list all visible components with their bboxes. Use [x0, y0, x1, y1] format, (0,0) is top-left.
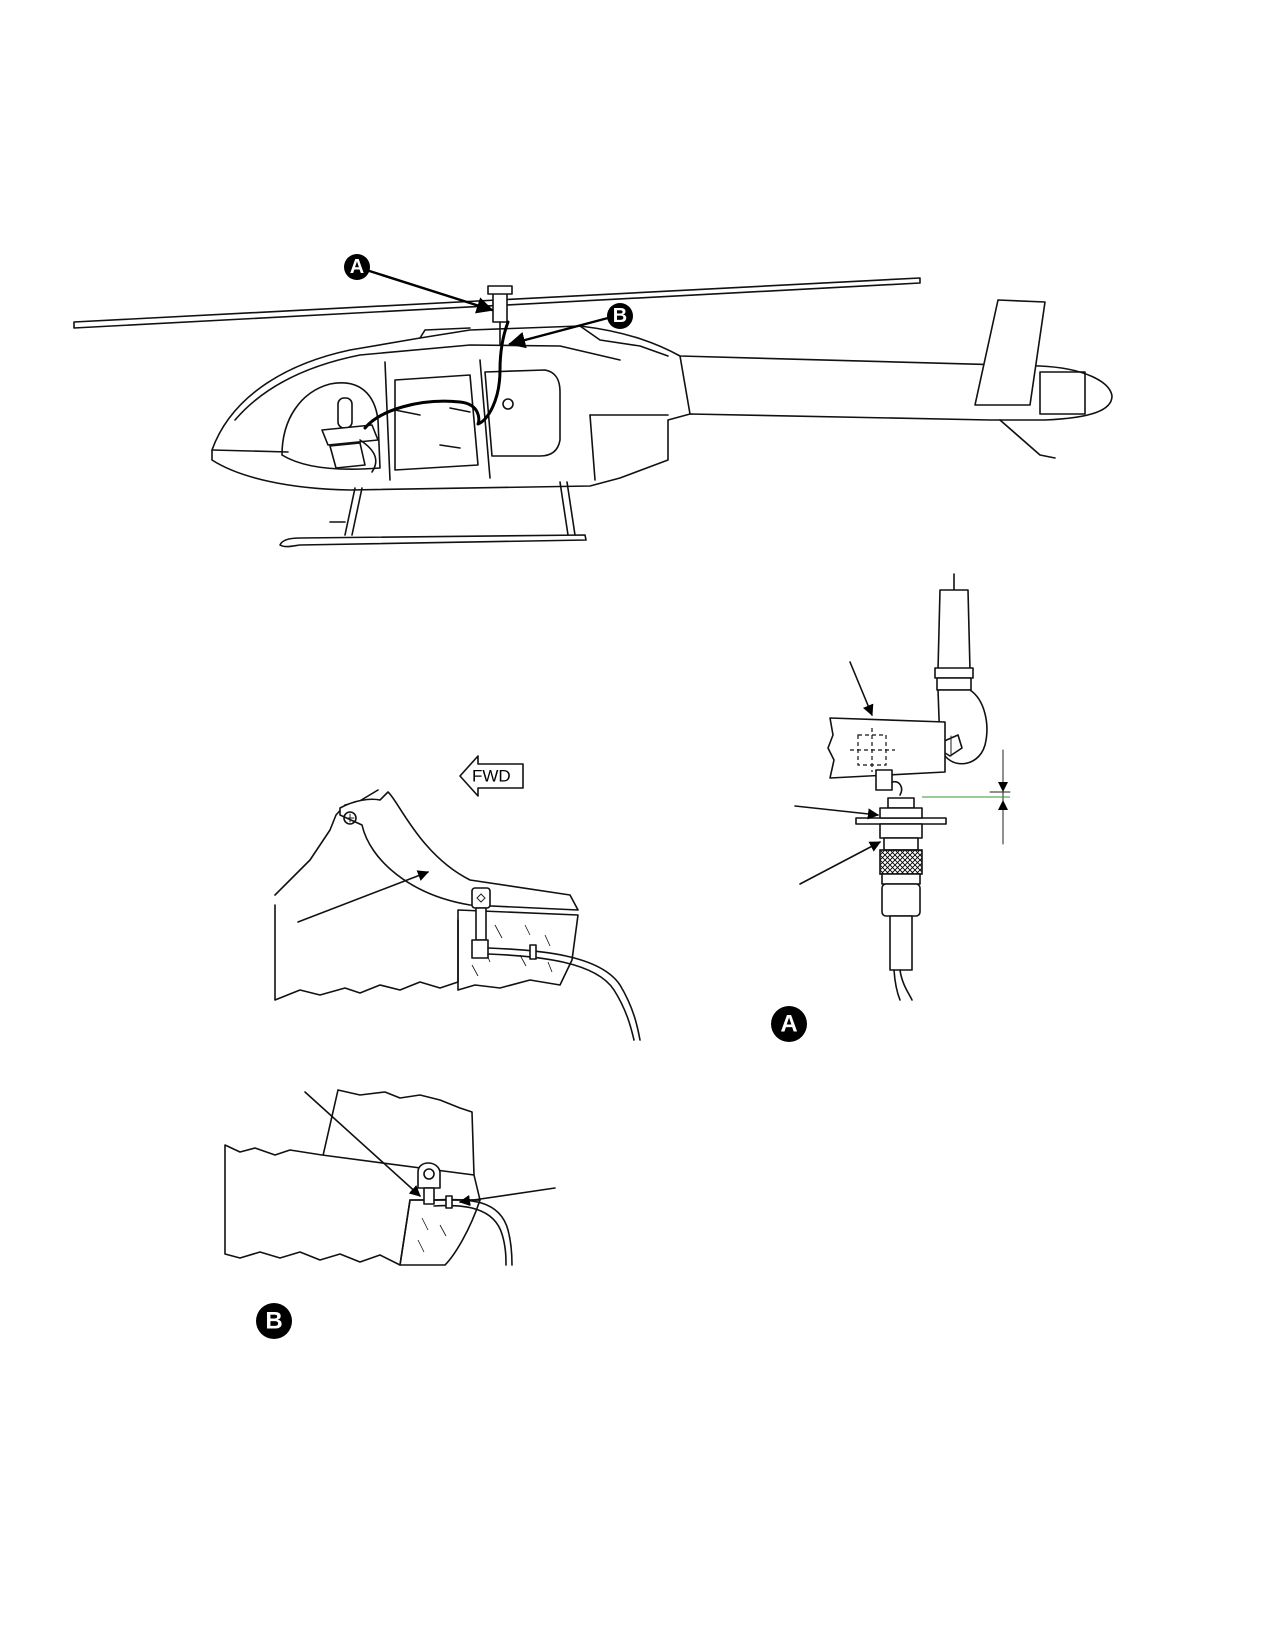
leader-frame — [297, 870, 430, 923]
fitting-bracket — [471, 887, 491, 909]
frame-structure — [224, 1144, 481, 1266]
hose — [487, 947, 641, 1041]
curved-frame — [339, 791, 579, 911]
leader-clamp — [458, 1187, 556, 1207]
detail-b-badge — [256, 1303, 292, 1339]
equipment-unit — [337, 397, 353, 429]
hose-b — [433, 1198, 513, 1266]
window-panel — [457, 909, 579, 991]
knurled-nut — [879, 849, 923, 875]
callout-a-label: A — [350, 256, 364, 278]
detail-a: A — [771, 573, 1011, 1042]
callout-b-label: B — [613, 305, 627, 327]
tail-box — [1039, 371, 1086, 415]
leader-fitting — [304, 1091, 421, 1197]
control-rod — [937, 589, 971, 671]
leader-nut — [799, 841, 881, 885]
detail-a-label: A — [780, 1011, 797, 1038]
cable-routing — [363, 320, 510, 430]
helicopter-overview: A B — [73, 254, 1113, 548]
bellcrank-arm — [827, 717, 946, 779]
fitting-b — [417, 1162, 441, 1189]
callout-a-badge — [344, 254, 370, 280]
detail-b: B — [224, 1089, 556, 1339]
cabin-window-rear — [484, 369, 561, 457]
detail-a-badge — [771, 1006, 807, 1042]
fwd-label: FWD — [472, 767, 511, 786]
cabin-window-front — [394, 374, 479, 471]
switch-plate — [855, 817, 947, 825]
main-rotor-blade — [73, 277, 921, 329]
fuselage — [211, 325, 1113, 491]
landing-skid — [279, 534, 587, 548]
leader-plate — [794, 805, 880, 820]
callout-a: A — [344, 254, 494, 314]
window-corner — [399, 1199, 481, 1266]
rotor-head — [492, 291, 508, 323]
front-strut — [344, 487, 363, 536]
callout-b-badge — [607, 303, 633, 329]
leader-bolt — [849, 661, 874, 717]
detail-b-label: B — [265, 1308, 282, 1335]
switch-actuator — [887, 797, 915, 809]
cabin-fitting-detail — [274, 789, 641, 1041]
callout-b: B — [508, 303, 633, 349]
fwd-direction-arrow: FWD — [459, 755, 524, 797]
rear-strut — [559, 481, 576, 536]
vertical-stabilizer — [974, 299, 1046, 406]
